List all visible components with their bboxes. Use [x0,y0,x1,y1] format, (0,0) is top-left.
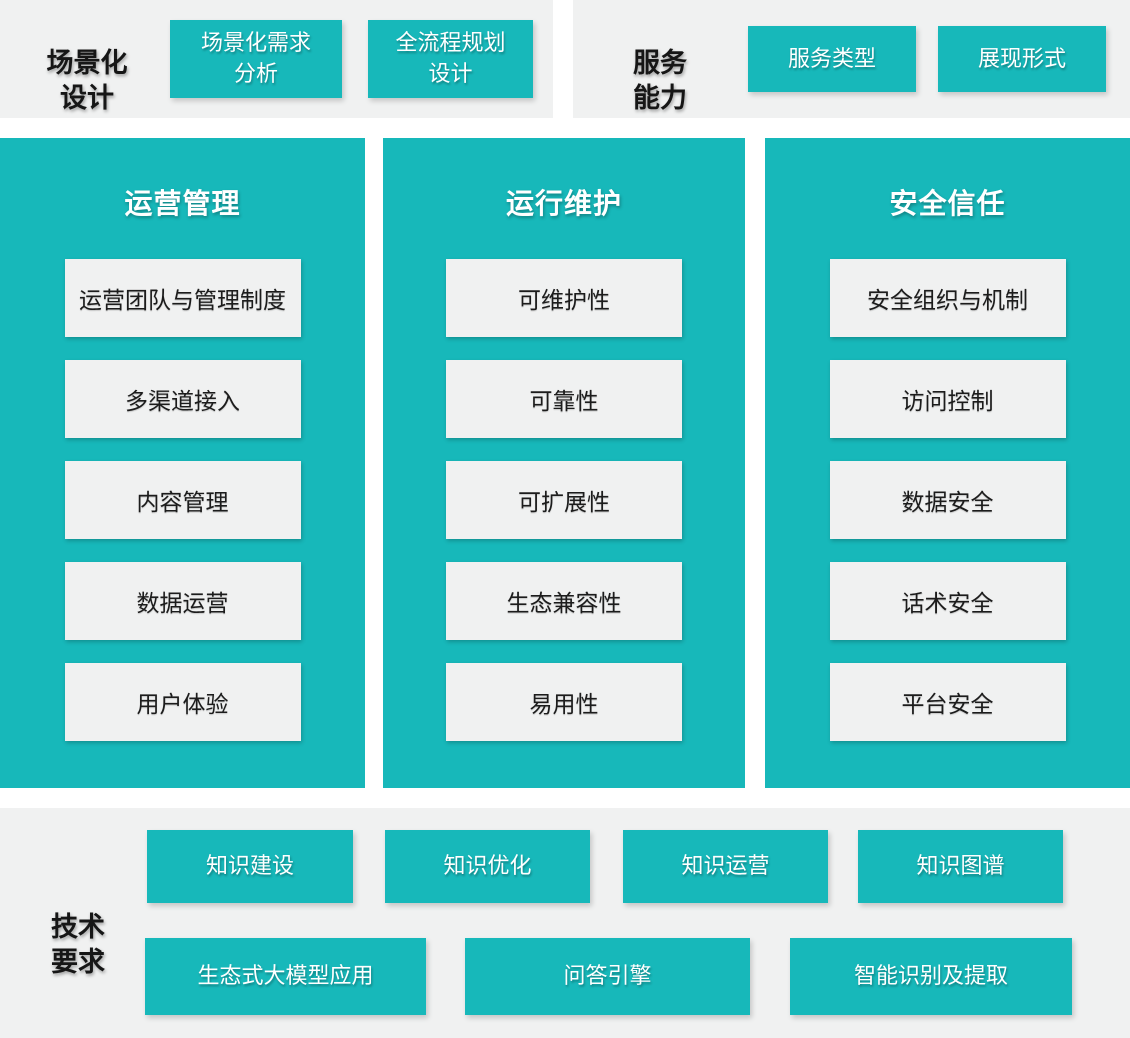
column-operation-maintenance: 运行维护 可维护性 可靠性 可扩展性 生态兼容性 易用性 [383,138,745,788]
box-label: 展现形式 [977,45,1066,71]
column-item: 数据运营 [64,562,301,640]
column-item-list: 安全组织与机制 访问控制 数据安全 话术安全 平台安全 [765,259,1130,741]
title-line: 技术 [51,912,105,943]
column-item: 生态兼容性 [446,562,682,640]
title-line: 服务 [633,48,687,79]
column-item: 可维护性 [446,259,682,337]
column-item-list: 运营团队与管理制度 多渠道接入 内容管理 数据运营 用户体验 [0,259,365,741]
service-capability-title: 服务 能力 [620,22,700,140]
column-title: 运营管理 [124,188,241,219]
title-line: 设计 [60,83,114,114]
column-item: 内容管理 [64,461,301,539]
column-operation-management: 运营管理 运营团队与管理制度 多渠道接入 内容管理 数据运营 用户体验 [0,138,365,788]
panel-service-capability: 服务 能力 服务类型 展现形式 [573,0,1130,118]
column-item: 多渠道接入 [64,360,301,438]
box-label: 服务类型 [787,45,876,71]
box-label: 设计 [428,61,473,86]
column-item: 运营团队与管理制度 [64,259,301,337]
column-title: 运行维护 [505,188,622,219]
column-item: 安全组织与机制 [829,259,1066,337]
box-presentation-form: 展现形式 [938,26,1106,92]
box-ecosystem-large-model-application: 生态式大模型应用 [145,938,426,1015]
title-line: 场景化 [46,48,128,79]
column-item: 可扩展性 [446,461,682,539]
scenario-design-title: 场景化 设计 [26,22,148,140]
column-security-trust: 安全信任 安全组织与机制 访问控制 数据安全 话术安全 平台安全 [765,138,1130,788]
panel-scenario-design: 场景化 设计 场景化需求 分析 全流程规划 设计 [0,0,553,118]
box-service-type: 服务类型 [748,26,916,92]
column-item: 访问控制 [829,360,1066,438]
box-knowledge-operation: 知识运营 [623,830,828,903]
column-item: 用户体验 [64,663,301,741]
box-label: 场景化需求 [200,30,311,56]
column-item: 易用性 [446,663,682,741]
box-label: 全流程规划 [395,30,506,56]
column-item: 话术安全 [829,562,1066,640]
column-item: 平台安全 [829,663,1066,741]
box-scenario-requirement-analysis: 场景化需求 分析 [170,20,342,98]
column-title: 安全信任 [889,188,1006,219]
column-item: 数据安全 [829,461,1066,539]
box-qa-engine: 问答引擎 [465,938,750,1015]
technical-requirements-title: 技术 要求 [38,830,118,1038]
title-line: 要求 [51,947,105,978]
box-knowledge-construction: 知识建设 [147,830,353,903]
title-line: 能力 [633,83,687,114]
box-knowledge-graph: 知识图谱 [858,830,1063,903]
box-label: 分析 [233,61,278,86]
box-knowledge-optimization: 知识优化 [385,830,590,903]
panel-technical-requirements: 技术 要求 知识建设 知识优化 知识运营 知识图谱 生态式大模型应用 问答引擎 … [0,808,1130,1038]
column-item: 可靠性 [446,360,682,438]
column-item-list: 可维护性 可靠性 可扩展性 生态兼容性 易用性 [383,259,745,741]
box-full-process-planning-design: 全流程规划 设计 [368,20,533,98]
box-intelligent-recognition-extraction: 智能识别及提取 [790,938,1072,1015]
